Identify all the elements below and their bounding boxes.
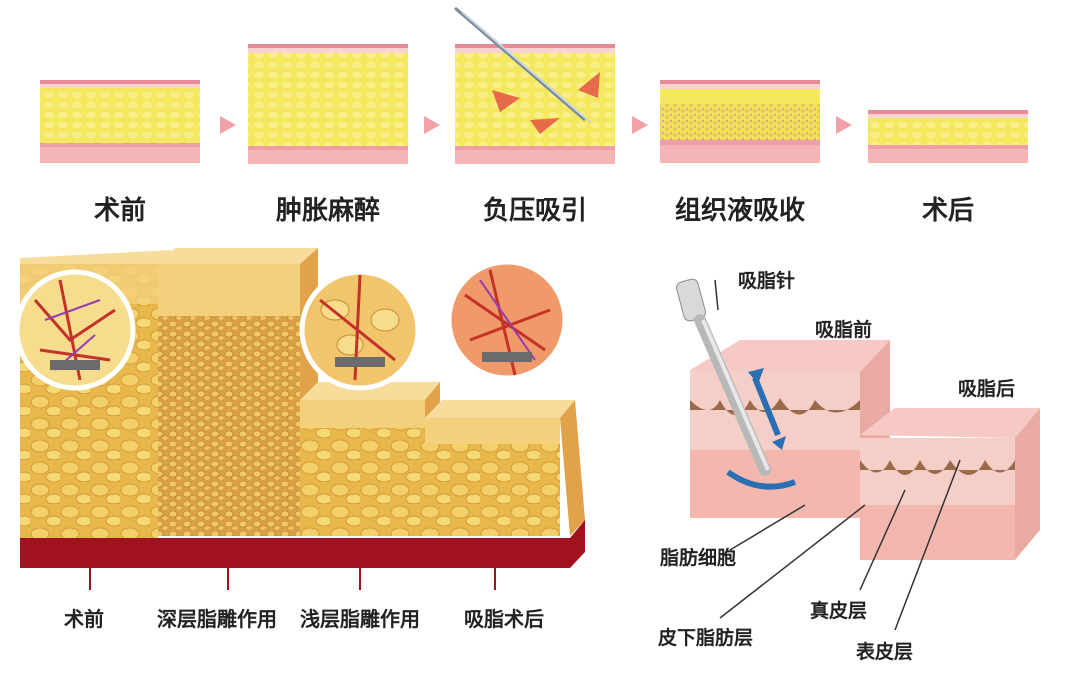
step-label-pre-op: 术前 [93,196,146,226]
arrow-2 [424,116,440,134]
arrow-3 [632,116,648,134]
skin-block-after [860,408,1040,560]
block-post-liposuction [425,400,585,536]
motion-arrow-vertical [752,376,781,437]
liposuction-needle [676,278,771,476]
magnifier-deep [299,269,421,391]
magnifier-superficial [446,259,568,381]
panel-post-op [868,110,1028,163]
arrow-1 [220,116,236,134]
label-after: 吸脂后 [958,378,1016,400]
block-pre-op [20,250,172,538]
motion-arrow-curved [726,469,797,490]
block-deep-sculpt [158,248,318,536]
panel-pre-op [40,80,200,163]
block-superficial-sculpt [300,382,440,536]
panel-suction [454,6,615,164]
magnifier-pre-op [14,269,136,391]
step-label-suction: 负压吸引 [482,196,587,226]
step-label-post-op: 术后 [921,196,974,226]
label-block-post: 吸脂术后 [464,607,544,631]
label-block-deep: 深层脂雕作用 [157,607,277,631]
arrow-4 [836,116,852,134]
skin-block-illustration [676,278,1040,631]
label-needle: 吸脂针 [738,270,796,292]
top-process-row [40,6,1028,164]
step-label-tumescent: 肿胀麻醉 [275,196,380,226]
label-subcutaneous: 皮下脂肪层 [658,627,754,649]
label-before: 吸脂前 [815,319,873,341]
label-dermis: 真皮层 [810,600,868,622]
label-block-superficial: 浅层脂雕作用 [300,607,420,631]
muscle-layer [20,520,585,568]
label-fat-cells: 脂肪细胞 [660,547,737,569]
fat-blocks-illustration [14,248,585,590]
label-block-pre-op: 术前 [64,607,104,631]
step-label-absorption: 组织液吸收 [674,196,805,226]
panel-absorption [660,80,820,163]
label-epidermis: 表皮层 [856,641,914,663]
panel-tumescent [248,44,408,164]
